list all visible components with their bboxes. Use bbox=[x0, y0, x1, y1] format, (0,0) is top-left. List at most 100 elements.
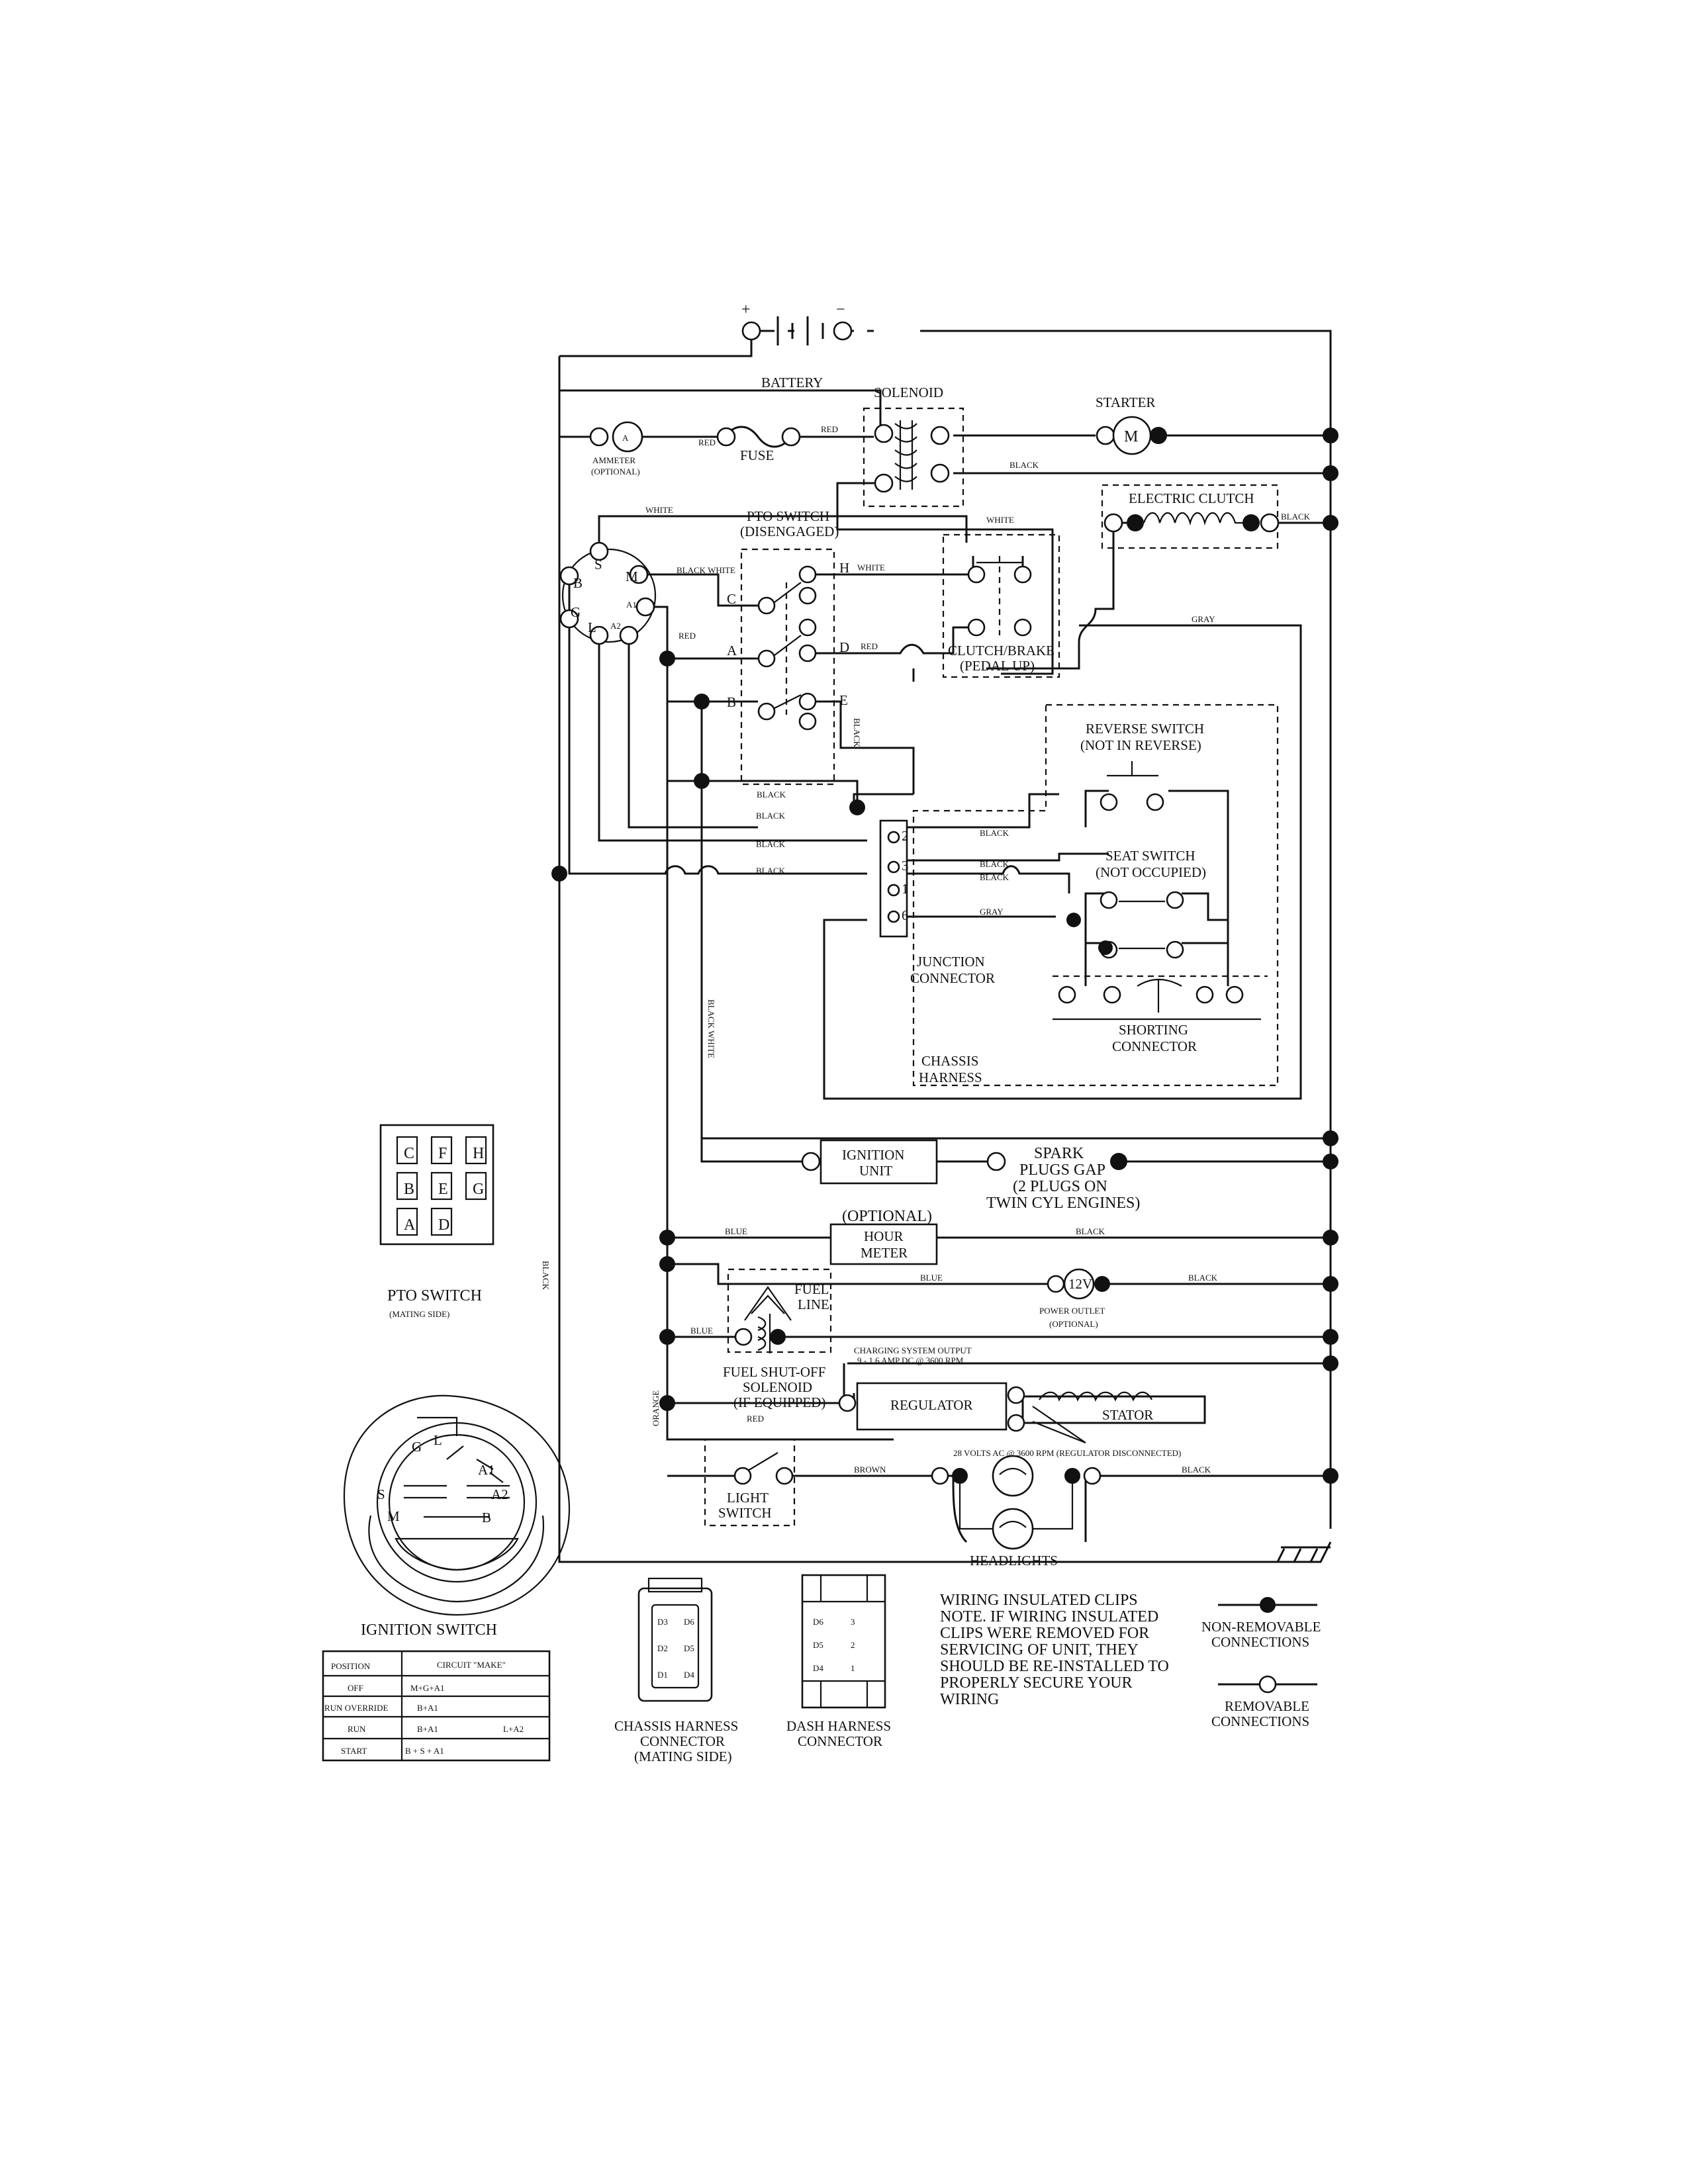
legend: NON-REMOVABLE CONNECTIONS REMOVABLE CONN… bbox=[1201, 1597, 1321, 1729]
pto-white-wire-label: WHITE bbox=[857, 563, 885, 572]
dash-pin-1: 1 bbox=[851, 1663, 855, 1673]
legend-removable-1: REMOVABLE bbox=[1225, 1698, 1309, 1714]
hour-meter-blue-label: BLUE bbox=[725, 1226, 747, 1236]
chassis-harness-label-1: CHASSIS bbox=[921, 1053, 978, 1069]
ignition-face-S: S bbox=[377, 1486, 385, 1502]
seat-switch-label-2: (NOT OCCUPIED) bbox=[1096, 864, 1206, 880]
left-black-label-3: BLACK bbox=[756, 866, 786, 876]
chassis-pin-D3: D3 bbox=[657, 1617, 668, 1627]
legend-non-removable-1: NON-REMOVABLE bbox=[1201, 1619, 1321, 1635]
table-row-start-pos: START bbox=[341, 1746, 367, 1756]
black-white-vertical-label: BLACK WHITE bbox=[706, 999, 716, 1058]
note-title: WIRING INSULATED CLIPS bbox=[940, 1592, 1138, 1609]
table-header-position: POSITION bbox=[331, 1661, 371, 1671]
charging-output-label-1: CHARGING SYSTEM OUTPUT bbox=[854, 1345, 972, 1355]
power-outlet-label-1: POWER OUTLET bbox=[1039, 1306, 1105, 1316]
chassis-pin-D1: D1 bbox=[657, 1670, 668, 1680]
clutch-white-wire-label: WHITE bbox=[986, 515, 1014, 525]
spark-plugs-label-2: PLUGS GAP bbox=[1019, 1161, 1105, 1179]
wiring-clips-note: WIRING INSULATED CLIPS NOTE. IF WIRING I… bbox=[940, 1592, 1169, 1708]
ignition-face-L: L bbox=[434, 1432, 442, 1448]
fuse-label: FUSE bbox=[740, 447, 774, 463]
clutch-black-wire-label: BLACK bbox=[1281, 512, 1311, 522]
ign-terminal-A2: A2 bbox=[610, 621, 621, 631]
ignition-unit-label-1: IGNITION bbox=[842, 1147, 904, 1163]
dash-pin-3: 3 bbox=[851, 1617, 855, 1627]
table-row-override-circuit: B+A1 bbox=[417, 1703, 438, 1713]
ammeter: A AMMETER (OPTIONAL) bbox=[589, 421, 643, 477]
ign-terminal-B: B bbox=[573, 575, 583, 591]
hour-meter-label-1: HOUR bbox=[864, 1228, 904, 1244]
spark-plugs-label-1: SPARK bbox=[1034, 1145, 1084, 1162]
dash-pin-D5: D5 bbox=[813, 1640, 823, 1650]
reverse-switch-label-1: REVERSE SWITCH bbox=[1086, 721, 1204, 737]
chassis-connector-label-1: CHASSIS HARNESS bbox=[614, 1718, 738, 1734]
dash-connector-label-1: DASH HARNESS bbox=[786, 1718, 891, 1734]
starter-label: STARTER bbox=[1096, 394, 1155, 410]
battery-label: BATTERY bbox=[761, 375, 823, 390]
pto-switch-label-1: PTO SWITCH bbox=[747, 508, 829, 524]
dash-harness-connector: D6 3 D5 2 D4 1 DASH HARNESS CONNECTOR bbox=[786, 1574, 891, 1749]
note-line-6: WIRING bbox=[940, 1691, 999, 1708]
battery: + − BATTERY bbox=[741, 301, 853, 390]
ignition-face-G: G bbox=[412, 1439, 422, 1455]
table-header-circuit: CIRCUIT "MAKE" bbox=[437, 1660, 506, 1670]
pto-mating-pins: C F H B E G A D bbox=[396, 1136, 487, 1236]
ign-terminal-L: L bbox=[588, 619, 596, 635]
pto-mating-H: H bbox=[473, 1145, 484, 1162]
table-row-run-pos: RUN bbox=[348, 1724, 366, 1734]
junction-black-label-2: BLACK bbox=[980, 859, 1009, 869]
junction-gray-label: GRAY bbox=[980, 907, 1004, 917]
charging-output-label-2: 9 - 1 6 AMP DC @ 3600 RPM bbox=[857, 1355, 964, 1365]
hour-meter-black-label: BLACK bbox=[1076, 1226, 1105, 1236]
ign-red-wire-label: RED bbox=[679, 631, 696, 641]
light-switch-label-1: LIGHT bbox=[727, 1490, 769, 1506]
ignition-switch-title: IGNITION SWITCH bbox=[361, 1621, 497, 1639]
chassis-pin-D4: D4 bbox=[684, 1670, 694, 1680]
solenoid-black-wire-label: BLACK bbox=[1009, 460, 1039, 470]
junction-dots bbox=[551, 428, 1338, 1484]
ignition-unit: IGNITION UNIT SPARK PLUGS GAP (2 PLUGS O… bbox=[801, 1139, 1140, 1212]
ignition-switch-table: POSITION CIRCUIT "MAKE" OFF M+G+A1 RUN O… bbox=[322, 1650, 551, 1762]
power-outlet-label-2: (OPTIONAL) bbox=[1049, 1319, 1098, 1329]
chassis-pin-D5: D5 bbox=[684, 1643, 694, 1653]
pto-mating-title: PTO SWITCH bbox=[387, 1287, 482, 1304]
power-outlet: 12V POWER OUTLET (OPTIONAL) BLUE BLACK bbox=[920, 1268, 1218, 1329]
ammeter-label-2: (OPTIONAL) bbox=[591, 467, 640, 477]
light-switch-label-2: SWITCH bbox=[718, 1505, 772, 1521]
fuel-solenoid-label-1: FUEL SHUT-OFF bbox=[723, 1364, 825, 1380]
headlights: HEADLIGHTS bbox=[931, 1455, 1102, 1569]
dash-pin-2: 2 bbox=[851, 1640, 855, 1650]
ign-terminal-G: G bbox=[571, 604, 581, 620]
junction-connector-label-2: CONNECTOR bbox=[910, 970, 995, 986]
battery-pos-sign: + bbox=[741, 301, 751, 318]
chassis-pin-D6: D6 bbox=[684, 1617, 694, 1627]
reverse-switch-label-2: (NOT IN REVERSE) bbox=[1080, 737, 1201, 753]
pto-mating-D: D bbox=[438, 1216, 449, 1234]
pto-terminal-D: D bbox=[839, 639, 849, 655]
fuse-red-right: RED bbox=[821, 424, 838, 434]
left-black-label-1: BLACK bbox=[756, 811, 786, 821]
chassis-connector-label-3: (MATING SIDE) bbox=[634, 1749, 732, 1764]
ignition-face-B: B bbox=[482, 1510, 491, 1525]
pto-mating-F: F bbox=[438, 1145, 447, 1162]
table-row-run-circuit: B+A1 bbox=[417, 1724, 438, 1734]
pto-mating-C: C bbox=[404, 1145, 414, 1162]
pto-mating-A: A bbox=[404, 1216, 416, 1234]
regulator-label: REGULATOR bbox=[890, 1397, 972, 1413]
clutch-brake-label-2: (PEDAL UP) bbox=[960, 658, 1035, 674]
ignition-face-A2: A2 bbox=[491, 1486, 508, 1502]
pto-mating-B: B bbox=[404, 1181, 414, 1198]
electric-clutch: ELECTRIC CLUTCH BLACK bbox=[1101, 484, 1311, 549]
pto-red-wire-label: RED bbox=[861, 641, 878, 651]
clutch-brake-switch: WHITE CLUTCH/BRAKE (PEDAL UP) bbox=[942, 515, 1060, 678]
electric-clutch-label: ELECTRIC CLUTCH bbox=[1129, 490, 1254, 506]
ignition-switch: G L A1 A2 S M B IGNITION SWITCH bbox=[343, 1394, 571, 1639]
note-line-2: CLIPS WERE REMOVED FOR bbox=[940, 1625, 1149, 1642]
junction-pin-2: 2 bbox=[902, 828, 909, 844]
dash-connector-label-2: CONNECTOR bbox=[798, 1733, 882, 1749]
pto-terminal-A: A bbox=[727, 643, 737, 659]
starter-motor: M STARTER bbox=[1096, 394, 1167, 455]
solenoid-label: SOLENOID bbox=[874, 385, 943, 400]
